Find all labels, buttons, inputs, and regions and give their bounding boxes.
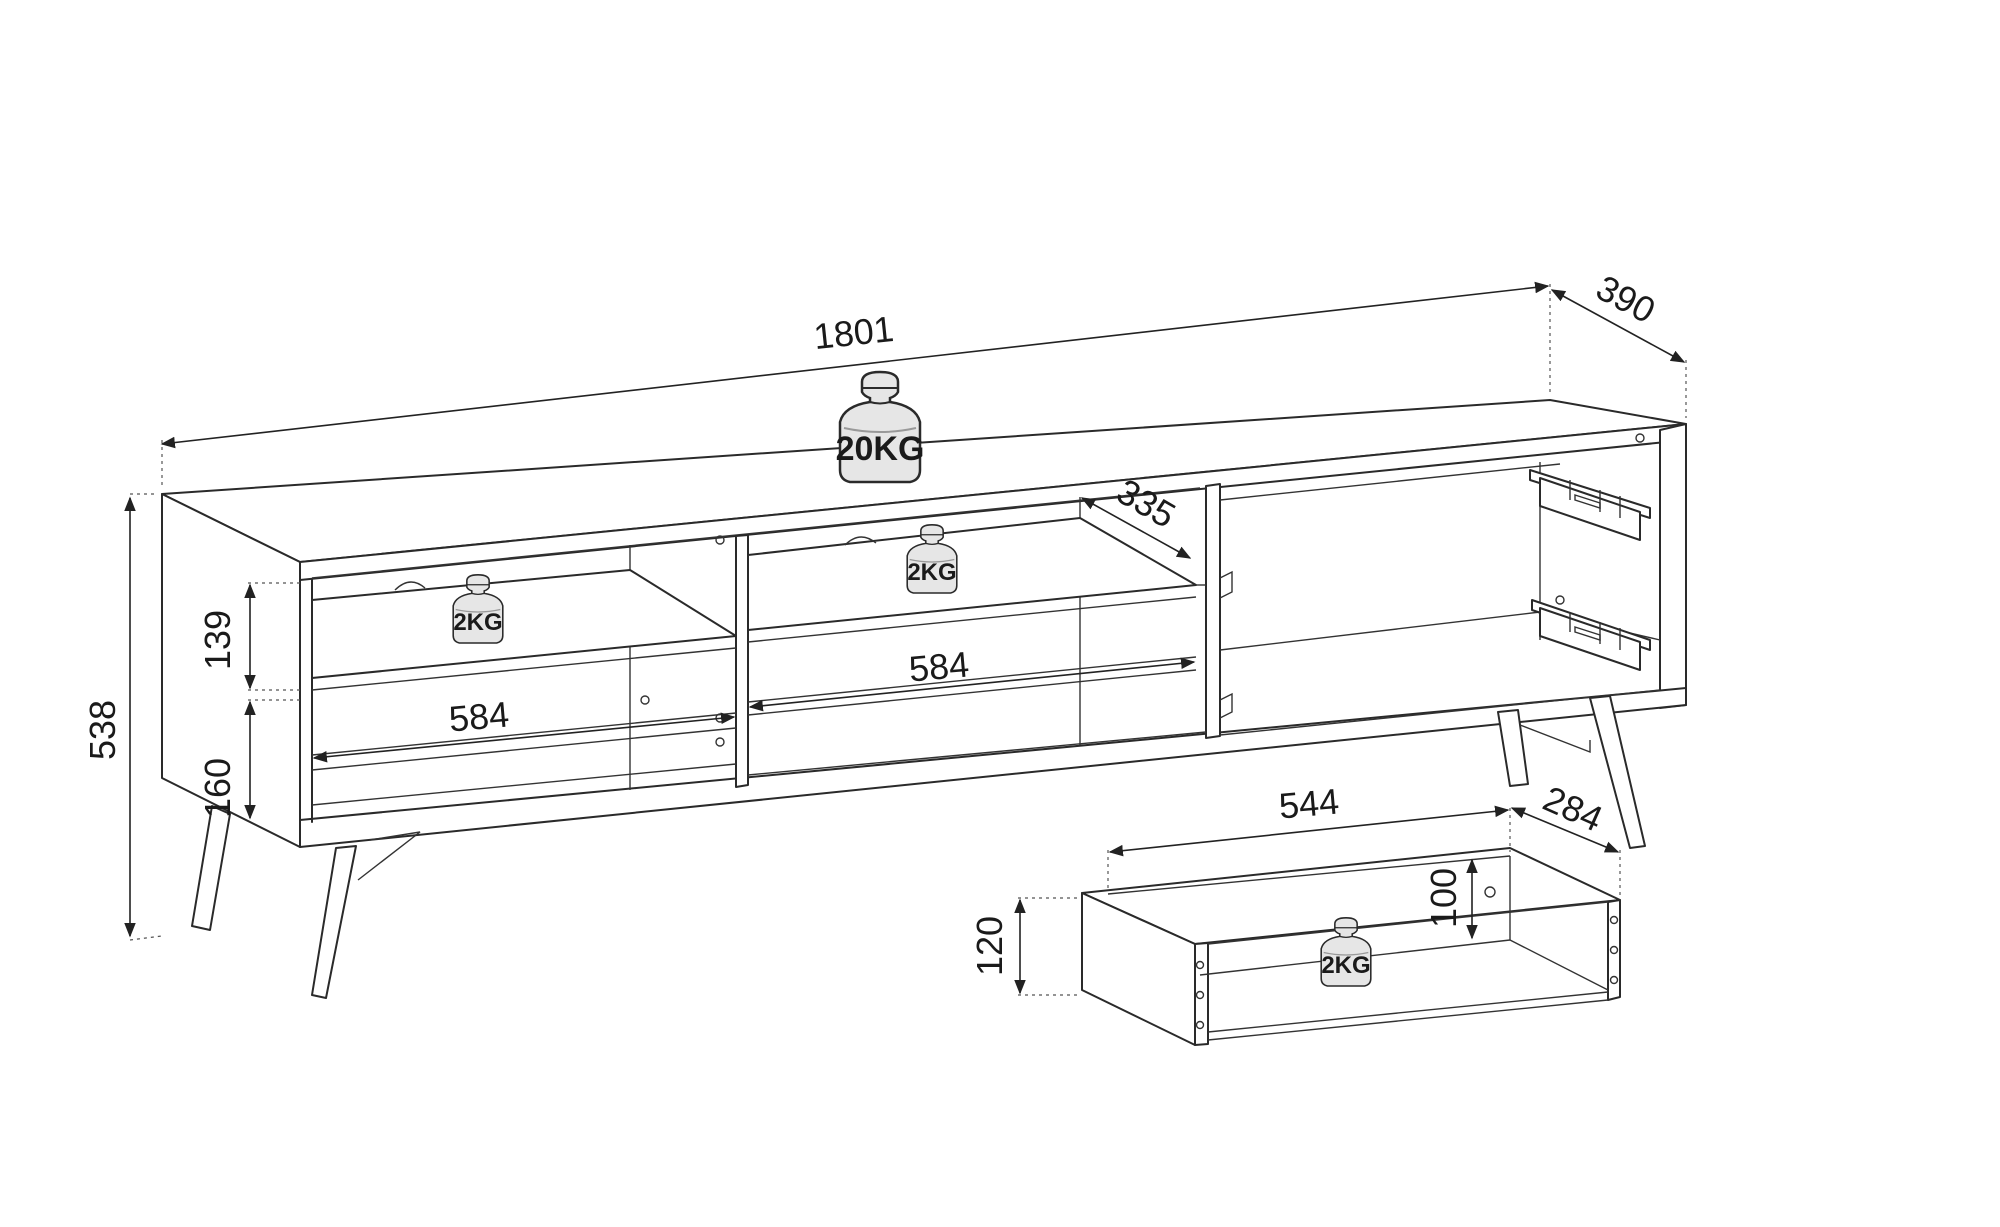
- label-left-shelf-width: 584: [447, 694, 510, 740]
- label-total-width: 1801: [812, 308, 896, 357]
- label-drawer-depth: 284: [1537, 778, 1609, 840]
- dimension-middle-shelf-width-line: [748, 657, 1196, 712]
- leg-back-right: [1497, 709, 1529, 787]
- dimension-depth-line: [1550, 289, 1686, 363]
- drawer: [1081, 847, 1621, 1046]
- dimension-drawer-depth-line: [1510, 807, 1620, 853]
- label-total-depth: 390: [1590, 267, 1662, 331]
- label-total-height: 538: [82, 700, 123, 760]
- label-drawer-outer-height: 120: [969, 916, 1010, 976]
- load-middle-shelf: 2KG: [907, 559, 956, 586]
- leg-front-left-2: [311, 845, 357, 999]
- load-left-shelf: 2KG: [453, 609, 502, 636]
- drawer-right-side-edge: [1607, 899, 1621, 1001]
- dimension-drawer-width-line: [1108, 805, 1510, 857]
- divider-left: [735, 534, 749, 788]
- weight-icon-middle-shelf: 2KG: [906, 524, 958, 594]
- leg-front-left: [191, 805, 231, 931]
- load-top: 20KG: [836, 430, 925, 468]
- cabinet-legs: [191, 695, 1646, 999]
- middle-shelf: [747, 517, 1197, 631]
- label-drawer-width: 544: [1277, 781, 1340, 827]
- label-lower-height: 160: [197, 758, 238, 818]
- weight-icon-top: 20KG: [836, 370, 925, 484]
- label-middle-shelf-width: 584: [907, 644, 970, 690]
- dimension-inner-depth-line: [1080, 497, 1192, 559]
- dimension-left-shelf-width-line: [312, 712, 736, 763]
- cabinet-bottom-front-edge: [299, 687, 1687, 848]
- drawer-slides: [1529, 469, 1651, 671]
- label-shelf-height: 139: [197, 610, 238, 670]
- weight-icon-drawer: 2KG: [1320, 917, 1372, 987]
- divider-right: [1205, 483, 1221, 739]
- dimension-width-line: [160, 281, 1550, 449]
- dimension-lines: [124, 281, 1687, 996]
- weight-icon-left-shelf: 2KG: [452, 574, 504, 644]
- left-shelf: [311, 569, 737, 679]
- leg-front-right: [1589, 695, 1646, 849]
- load-drawer: 2KG: [1321, 952, 1370, 979]
- cabinet-right-side: [1659, 423, 1687, 709]
- label-drawer-inner-height: 100: [1423, 868, 1464, 928]
